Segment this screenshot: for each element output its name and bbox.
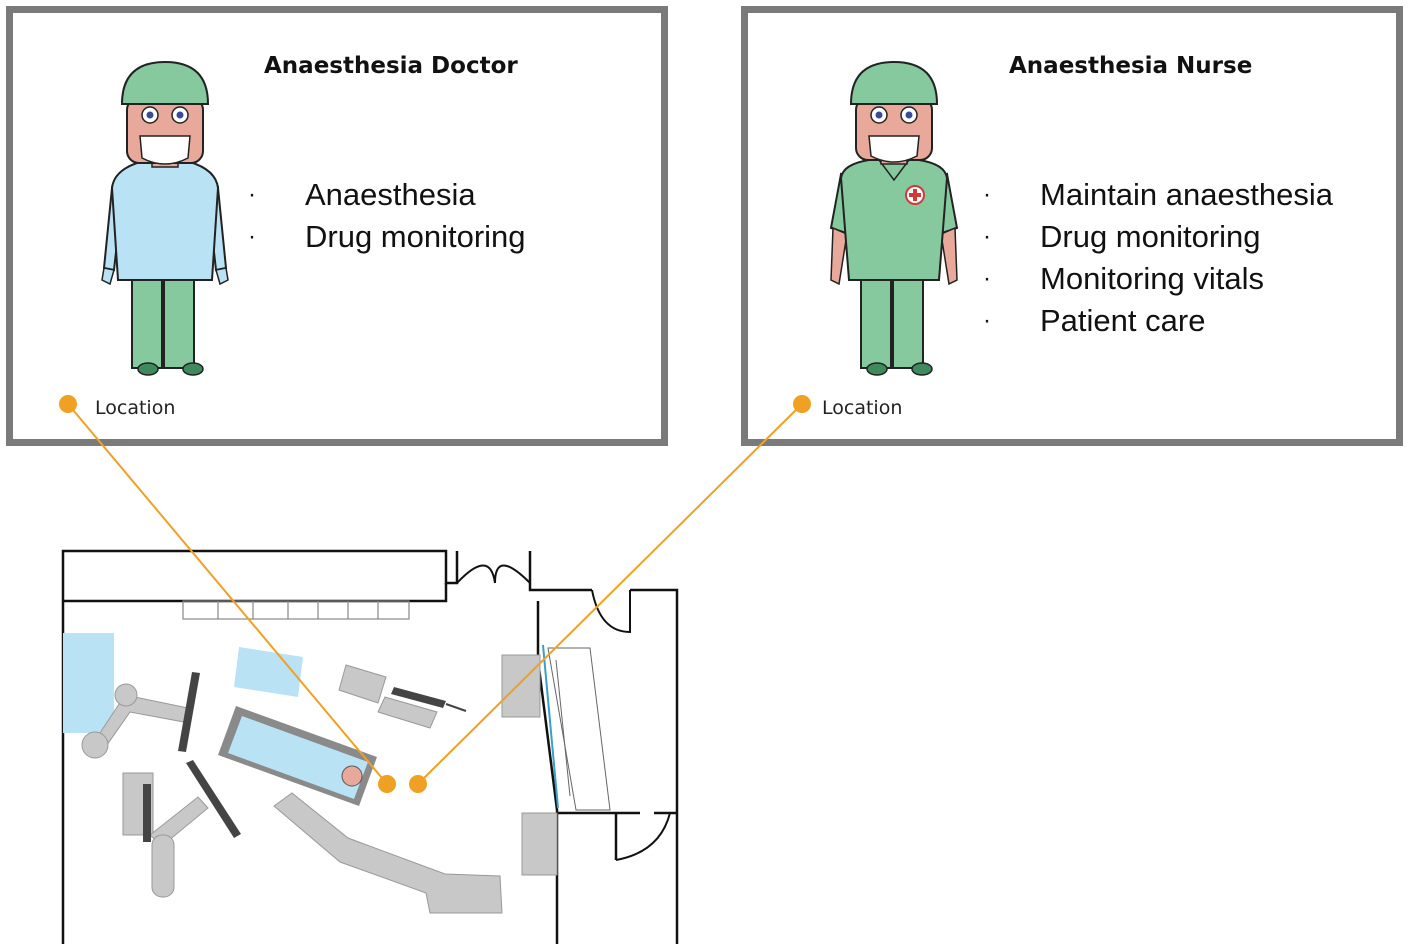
anaesthesia-nurse-card: Anaesthesia Nurse · Maintain anaesthesia … bbox=[741, 6, 1403, 446]
anaesthesia-doctor-card: Anaesthesia Doctor · Anaesthesia · Drug mo… bbox=[6, 6, 668, 446]
operating-table bbox=[218, 706, 377, 806]
duty-label: Drug monitoring bbox=[305, 219, 526, 254]
duty-label: Patient care bbox=[1040, 303, 1206, 338]
nurse-position-dot bbox=[409, 775, 427, 793]
nurse-location-connector bbox=[417, 403, 803, 785]
bullet: · bbox=[248, 223, 256, 250]
nurse-figure-icon bbox=[829, 60, 959, 376]
bullet: · bbox=[983, 181, 991, 208]
location-label: Location bbox=[822, 397, 903, 419]
duty-item: · Maintain anaesthesia bbox=[983, 174, 1333, 216]
duty-label: Anaesthesia bbox=[305, 177, 476, 212]
glass-partition bbox=[542, 644, 559, 809]
duty-label: Maintain anaesthesia bbox=[1040, 177, 1333, 212]
duty-label: Drug monitoring bbox=[1040, 219, 1261, 254]
duty-list: · Maintain anaesthesia · Drug monitoring ·… bbox=[983, 174, 1333, 342]
doctor-figure-icon bbox=[101, 60, 229, 376]
duty-item: · Monitoring vitals bbox=[983, 258, 1333, 300]
duty-label: Monitoring vitals bbox=[1040, 261, 1264, 296]
role-title: Anaesthesia Nurse bbox=[1009, 53, 1253, 79]
dark-equipment-bars bbox=[143, 672, 467, 842]
duty-list: · Anaesthesia · Drug monitoring bbox=[248, 174, 526, 258]
bullet: · bbox=[983, 307, 991, 334]
side-corridor-rails bbox=[547, 647, 611, 811]
duty-item: · Patient care bbox=[983, 300, 1333, 342]
doctor-position-dot bbox=[378, 775, 396, 793]
bullet: · bbox=[248, 181, 256, 208]
role-title: Anaesthesia Doctor bbox=[264, 53, 518, 79]
duty-item: · Drug monitoring bbox=[248, 216, 526, 258]
door-swings bbox=[456, 564, 671, 861]
light-blue-trolleys bbox=[63, 633, 303, 733]
duty-item: · Drug monitoring bbox=[983, 216, 1333, 258]
bullet: · bbox=[983, 265, 991, 292]
duty-item: · Anaesthesia bbox=[248, 174, 526, 216]
doctor-location-connector bbox=[67, 403, 388, 785]
room-walls bbox=[61, 549, 679, 944]
bullet: · bbox=[983, 223, 991, 250]
location-label: Location bbox=[95, 397, 176, 419]
wall-cabinets bbox=[182, 600, 410, 620]
equipment bbox=[81, 654, 558, 914]
